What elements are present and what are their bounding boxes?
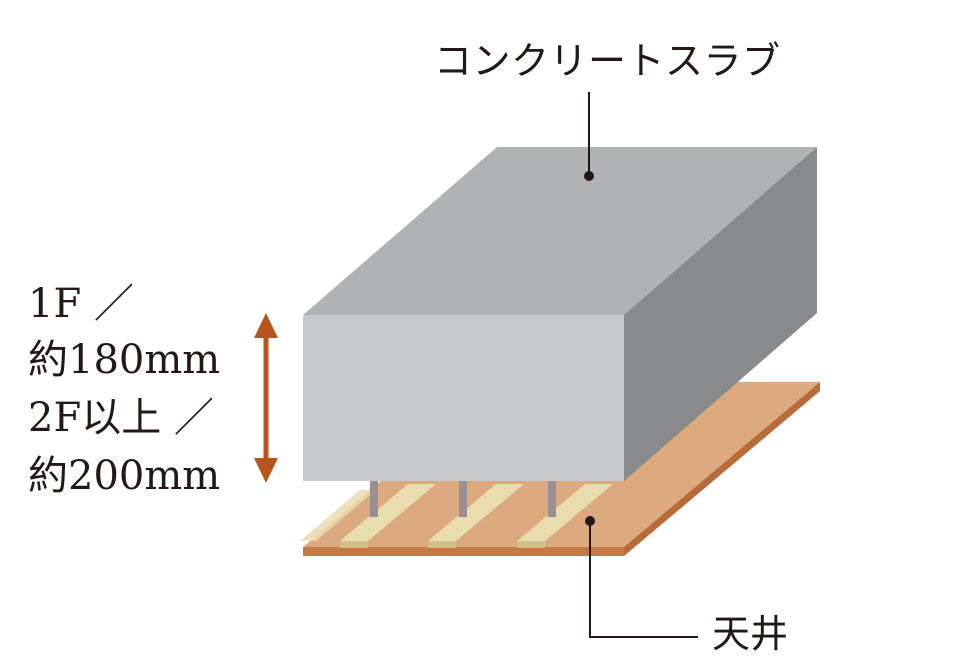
ceiling-leader — [585, 516, 698, 638]
joist — [428, 541, 456, 548]
hanging-bolt — [548, 481, 556, 517]
ceiling-board-side-edge — [624, 382, 820, 556]
thickness-arrow — [254, 313, 278, 483]
ceiling-board-front-edge — [303, 547, 624, 556]
slab-leader-dot — [584, 171, 594, 181]
slab-leader — [584, 92, 594, 181]
joist — [340, 541, 368, 548]
slab-side-face — [624, 147, 817, 481]
hanging-bolts — [370, 481, 556, 517]
hanging-bolt — [370, 481, 378, 517]
joist — [300, 490, 376, 541]
hanging-bolt — [459, 481, 467, 517]
thickness-value-2f: 約200mm — [28, 453, 221, 499]
concrete-slab — [303, 147, 817, 481]
joist — [517, 484, 613, 541]
joist — [517, 541, 545, 548]
slab-front-face — [303, 315, 624, 481]
thickness-arrow-head-down — [254, 458, 278, 483]
ceiling-label: 天井 — [712, 612, 789, 656]
joist — [340, 484, 436, 541]
slab-top-face — [303, 147, 817, 315]
joists — [300, 484, 613, 548]
thickness-arrow-head-up — [254, 313, 278, 338]
ceiling-leader-line — [589, 521, 698, 638]
thickness-value-1f: 約180mm — [28, 337, 221, 383]
joist — [428, 484, 524, 541]
thickness-label-2f: 2F以上 ／ — [28, 395, 214, 441]
slab-label: コンクリートスラブ — [434, 39, 781, 83]
thickness-label-1f: 1F ／ — [28, 281, 134, 327]
